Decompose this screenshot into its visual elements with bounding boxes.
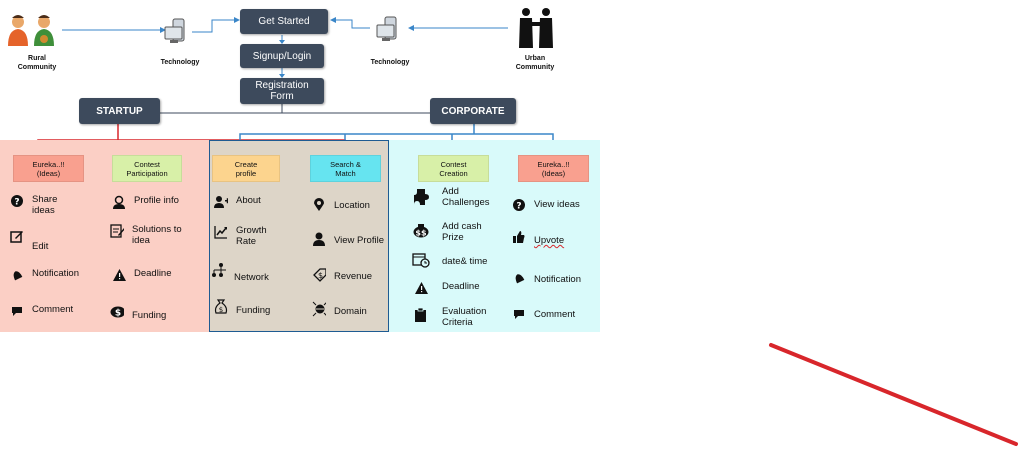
signup-login-button[interactable]: Signup/Login (240, 44, 324, 68)
warning-icon (112, 268, 126, 282)
get-started-button[interactable]: Get Started (240, 9, 328, 34)
create-profile-tag: Create profile (212, 155, 280, 182)
comment-item-corporate[interactable]: Comment (512, 307, 575, 321)
startup-node[interactable]: STARTUP (79, 98, 160, 124)
evaluation-criteria-item[interactable]: Evaluation Criteria (412, 306, 486, 328)
document-edit-icon (110, 224, 124, 238)
add-user-icon (214, 195, 228, 209)
svg-text:$: $ (219, 306, 223, 314)
solutions-item[interactable]: Solutions to idea (110, 224, 182, 246)
comment-icon (10, 304, 24, 318)
domain-item[interactable]: Domain (312, 301, 367, 317)
bell-icon (10, 268, 24, 282)
puzzle-icon (412, 189, 430, 205)
dollar-tag-icon: $ (312, 268, 326, 282)
deadline-item-corporate[interactable]: Deadline (412, 281, 480, 295)
warning-icon (412, 281, 430, 295)
network-item[interactable]: Network (212, 263, 269, 283)
cash-icon: $$ (412, 224, 430, 238)
view-ideas-item[interactable]: ? View ideas (512, 198, 580, 212)
clipboard-icon (412, 308, 430, 322)
share-ideas-item[interactable]: ? Share ideas (10, 194, 57, 216)
svg-text:?: ? (516, 202, 521, 212)
location-item[interactable]: Location (312, 198, 370, 212)
urban-community-label: Urban Community (515, 55, 555, 71)
notification-item-corporate[interactable]: Notification (512, 271, 581, 285)
add-challenges-item[interactable]: Add Challenges (412, 186, 490, 208)
contest-creation-tag: Contest Creation (418, 155, 489, 182)
date-time-item[interactable]: date& time (412, 253, 487, 268)
corporate-node[interactable]: CORPORATE (430, 98, 516, 124)
bell-icon (512, 271, 526, 285)
revenue-item[interactable]: $ Revenue (312, 268, 372, 282)
deadline-item[interactable]: Deadline (112, 268, 172, 282)
calendar-clock-icon (412, 253, 430, 268)
user-icon (312, 232, 326, 246)
money-icon: $ (110, 305, 124, 319)
comment-icon (512, 307, 526, 321)
about-item[interactable]: About (214, 195, 261, 209)
rural-community-icon (4, 12, 60, 48)
location-pin-icon (312, 198, 326, 212)
svg-text:$$: $$ (415, 229, 427, 238)
corporate-ideas-tag: Eureka..!! (Ideas) (518, 155, 589, 182)
edit-item[interactable]: Edit (10, 229, 48, 252)
globe-icon (312, 301, 326, 317)
profile-info-item[interactable]: Profile info (112, 195, 179, 209)
network-icon (212, 263, 226, 277)
funding-item[interactable]: $ Funding (110, 305, 166, 321)
urban-community-icon (514, 6, 558, 50)
upvote-item[interactable]: Upvote (512, 230, 564, 246)
contest-participation-tag: Contest Participation (112, 155, 182, 182)
growth-chart-icon (214, 225, 228, 239)
technology-label-left: Technology (160, 59, 200, 66)
comment-item[interactable]: Comment (10, 304, 73, 318)
technology-label-right: Technology (370, 59, 410, 66)
money-bag-icon: $ (214, 299, 228, 314)
thumbs-up-icon (512, 230, 526, 244)
computer-icon (376, 16, 404, 44)
add-cash-prize-item[interactable]: $$ Add cash Prize (412, 221, 482, 243)
svg-text:$: $ (115, 309, 121, 319)
rural-community-label: Rural Community (17, 55, 57, 71)
question-icon: ? (512, 198, 526, 212)
startup-ideas-tag: Eureka..!! (Ideas) (13, 155, 84, 182)
computer-icon (164, 18, 192, 46)
question-icon: ? (10, 194, 24, 208)
funding-bag-item[interactable]: $ Funding (214, 299, 270, 316)
registration-form-button[interactable]: Registration Form (240, 78, 324, 104)
edit-icon (10, 229, 24, 243)
growth-rate-item[interactable]: Growth Rate (214, 225, 267, 247)
view-profile-item[interactable]: View Profile (312, 232, 384, 246)
svg-text:?: ? (14, 198, 19, 208)
svg-text:$: $ (318, 271, 323, 280)
notification-item[interactable]: Notification (10, 268, 79, 282)
search-match-tag: Search & Match (310, 155, 381, 182)
user-icon (112, 195, 126, 209)
